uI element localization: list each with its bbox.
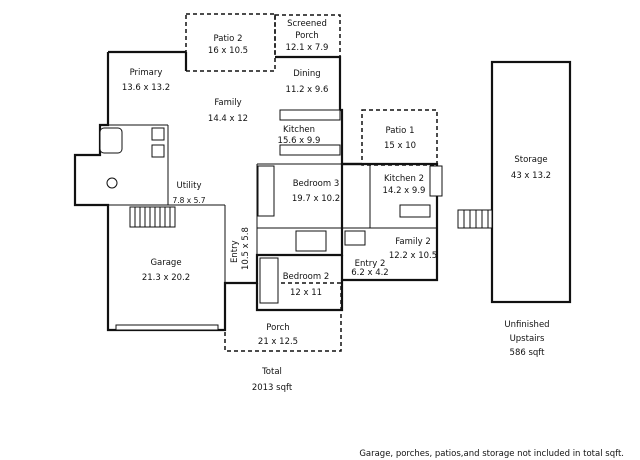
sink xyxy=(151,144,165,158)
bedroom2-dims: 12 x 11 xyxy=(290,288,322,298)
kitchen-counter xyxy=(279,109,341,121)
storage-name: Storage xyxy=(514,155,547,165)
entry2-dims: 6.2 x 4.2 xyxy=(351,268,388,278)
patio2-dims: 16 x 10.5 xyxy=(208,46,248,56)
sink xyxy=(151,127,165,141)
entry2-name: Entry 2 xyxy=(355,259,386,269)
patio1-name: Patio 1 xyxy=(386,126,415,136)
utility-dims: 7.8 x 5.7 xyxy=(172,196,205,205)
kitchen-name: Kitchen xyxy=(283,125,315,135)
bedroom2-closet xyxy=(259,257,279,304)
patio-1-outline xyxy=(361,109,438,166)
bedroom3-closet xyxy=(257,165,275,217)
dining-name: Dining xyxy=(293,69,320,79)
garage-name: Garage xyxy=(150,258,181,268)
house-wall-bedroom2 xyxy=(255,280,344,312)
bath-fixtures-2 xyxy=(344,230,366,246)
kitchen2-name: Kitchen 2 xyxy=(384,174,424,184)
footnote: Garage, porches, patios,and storage not … xyxy=(359,449,624,459)
kitchen2-appliances xyxy=(429,165,443,197)
family-dims: 14.4 x 12 xyxy=(208,114,248,124)
bedroom3-dims: 19.7 x 10.2 xyxy=(292,194,340,204)
storage-dims: 43 x 13.2 xyxy=(511,171,551,181)
garage-stairs xyxy=(129,206,176,228)
porch-dims: 21 x 12.5 xyxy=(258,337,298,347)
patio-2-outline xyxy=(185,13,276,72)
kitchen-island xyxy=(279,144,341,156)
screened-porch-name-1: Screened xyxy=(287,19,327,29)
bathtub xyxy=(99,127,123,154)
upstairs-line1: Unfinished xyxy=(504,320,549,330)
utility-name: Utility xyxy=(176,181,201,191)
patio2-name: Patio 2 xyxy=(214,34,243,44)
patio1-dims: 15 x 10 xyxy=(384,141,416,151)
screened-porch-dims: 12.1 x 7.9 xyxy=(286,43,329,53)
storage-stairs xyxy=(457,209,493,229)
family2-dims: 12.2 x 10.5 xyxy=(389,251,437,261)
bath-fixtures xyxy=(295,230,327,252)
kitchen-dims: 15.6 x 9.9 xyxy=(278,136,321,146)
house-wall-family2 xyxy=(340,162,439,282)
porch-outline xyxy=(224,282,342,352)
screened-porch-outline xyxy=(274,14,341,58)
primary-dims: 13.6 x 13.2 xyxy=(122,83,170,93)
primary-name: Primary xyxy=(130,68,163,78)
toilet xyxy=(106,177,118,189)
kitchen2-counter xyxy=(399,204,431,218)
storage-building xyxy=(490,60,572,304)
total-label: Total xyxy=(261,367,282,377)
total-area: 2013 sqft xyxy=(252,383,293,393)
garage-door xyxy=(115,324,219,331)
bedroom2-name: Bedroom 2 xyxy=(283,272,330,282)
entry-name: Entry xyxy=(230,240,240,263)
upstairs-area: 586 sqft xyxy=(510,348,546,358)
family-name: Family xyxy=(214,98,241,108)
family2-name: Family 2 xyxy=(395,237,430,247)
kitchen2-dims: 14.2 x 9.9 xyxy=(383,186,426,196)
entry-dims: 10.5 x 5.8 xyxy=(241,227,251,270)
garage-dims: 21.3 x 20.2 xyxy=(142,273,190,283)
bedroom3-name: Bedroom 3 xyxy=(293,179,340,189)
screened-porch-name-2: Porch xyxy=(295,31,318,41)
upstairs-line2: Upstairs xyxy=(510,334,545,344)
porch-name: Porch xyxy=(266,323,289,333)
dining-dims: 11.2 x 9.6 xyxy=(286,85,329,95)
